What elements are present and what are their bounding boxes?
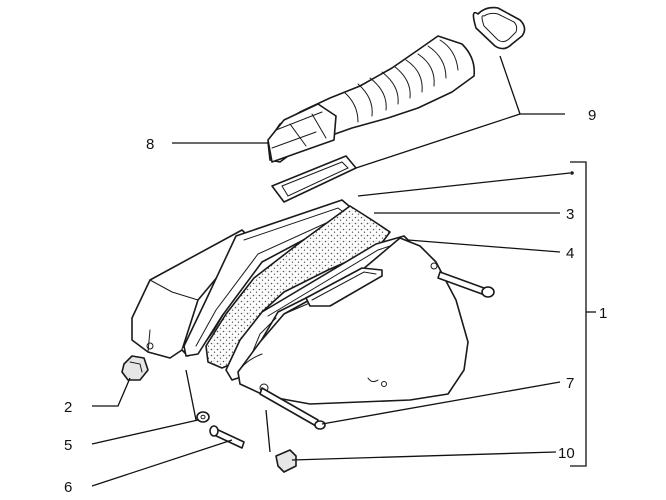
part-5-washer (196, 411, 210, 423)
callout-9: 9 (588, 107, 596, 124)
callout-1: 1 (599, 305, 607, 322)
part-2-clip (121, 355, 149, 381)
cover-screw (437, 271, 495, 298)
callout-5: 5 (64, 437, 72, 454)
part-7-screw (259, 387, 326, 430)
callout-2: 2 (64, 399, 72, 416)
callout-7: 7 (566, 375, 574, 392)
leader-lines (91, 55, 596, 487)
duct-gasket (271, 155, 357, 203)
part-10-drain-plug (275, 449, 297, 473)
part-6-bolt (209, 425, 245, 449)
callout-4: 4 (566, 245, 574, 262)
callout-10: 10 (558, 445, 575, 462)
callout-8: 8 (146, 136, 154, 153)
callout-labels: 8 9 3 4 1 2 7 5 10 6 (64, 107, 607, 496)
part-air-box-cover (237, 237, 469, 405)
callout-6: 6 (64, 479, 72, 496)
part-9-intake-seal (472, 6, 526, 50)
callout-3: 3 (566, 206, 574, 223)
part-8-intake-duct (267, 35, 476, 163)
